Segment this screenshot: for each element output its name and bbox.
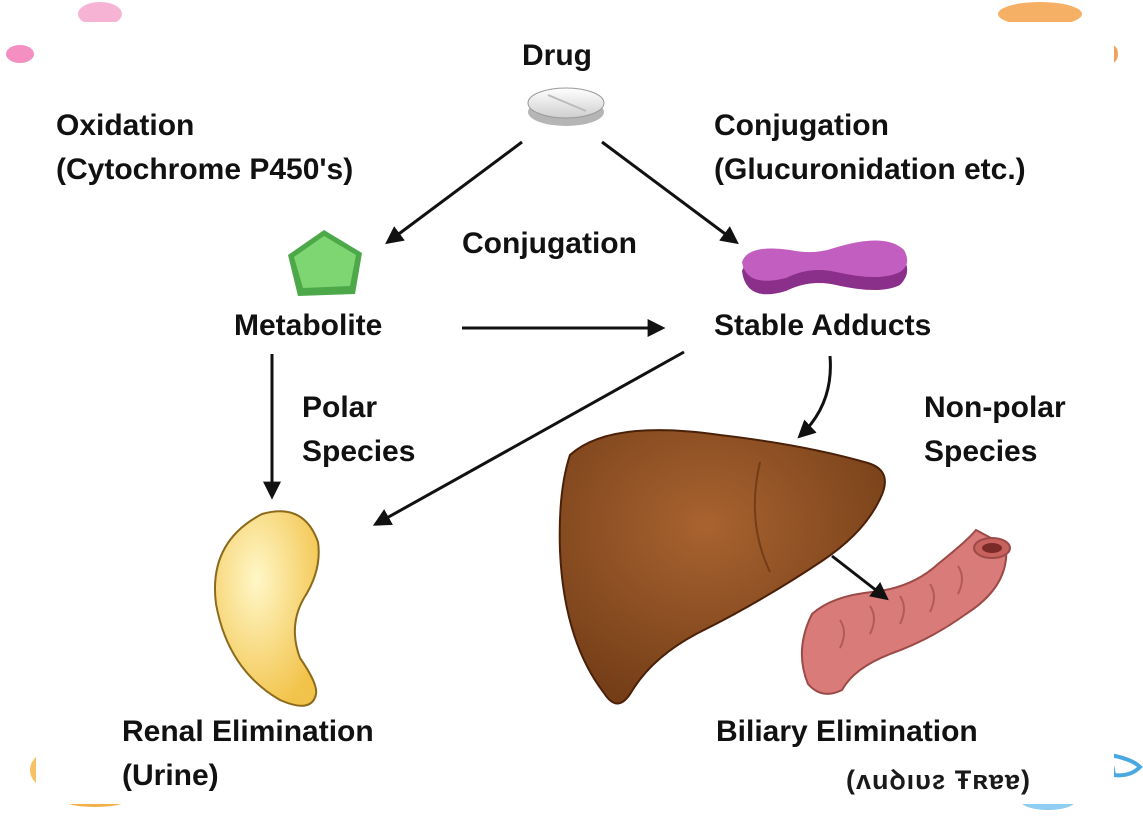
- conjugation-top-label: Conjugation (Glucuronidation etc.): [714, 104, 1026, 192]
- stable-adduct-icon: [742, 240, 908, 295]
- oxidation-label-line1: Oxidation: [56, 109, 195, 142]
- biliary-elimination-label: Biliary Elimination: [716, 715, 978, 748]
- renal-elimination-label-line2: (Urine): [122, 759, 219, 792]
- polar-species-label-line2: Species: [302, 435, 416, 468]
- biliary-elimination-sublabel: (ᴧuꝺıυᴤ Ŧʀɐɐ): [846, 765, 1031, 795]
- renal-elimination-label-line1: Renal Elimination: [122, 715, 374, 748]
- arrow-adducts-to-renal: [372, 350, 685, 526]
- oxidation-label: Oxidation (Cytochrome P450's): [56, 104, 353, 192]
- nonpolar-species-label-line2: Species: [924, 435, 1038, 468]
- renal-elimination-label: Renal Elimination (Urine): [122, 710, 374, 798]
- conjugation-top-label-line2: (Glucuronidation etc.): [714, 153, 1026, 186]
- decorative-blob-top-left: [6, 2, 122, 63]
- kidney-icon: [214, 510, 320, 707]
- intestine-icon: [800, 528, 1011, 695]
- arrow-drug-to-adducts: [601, 140, 739, 245]
- stable-adducts-label: Stable Adducts: [714, 309, 932, 342]
- drug-pill-icon: [527, 87, 605, 126]
- arrow-liver-to-intestine: [831, 554, 889, 601]
- arrow-adducts-to-liver: [797, 355, 832, 439]
- liver-icon: [558, 429, 886, 705]
- arrows: [263, 140, 889, 601]
- arrow-drug-to-metabolite: [385, 140, 523, 245]
- metabolite-icon: [288, 230, 362, 296]
- drug-label: Drug: [522, 39, 592, 72]
- nonpolar-species-label-line1: Non-polar: [924, 391, 1066, 424]
- conjugation-middle-label: Conjugation: [462, 227, 637, 260]
- polar-species-label: Polar Species: [302, 386, 415, 474]
- polar-species-label-line1: Polar: [302, 391, 378, 424]
- metabolite-label: Metabolite: [234, 309, 383, 342]
- conjugation-top-label-line1: Conjugation: [714, 109, 889, 142]
- oxidation-label-line2: (Cytochrome P450's): [56, 153, 354, 186]
- nonpolar-species-label: Non-polar Species: [924, 386, 1066, 474]
